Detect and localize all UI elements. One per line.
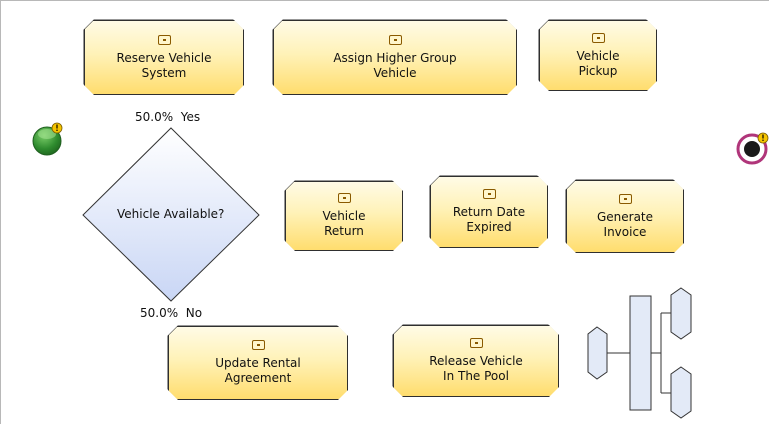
task-icon — [470, 338, 483, 348]
task-vehicle-return[interactable]: Vehicle Return — [285, 181, 403, 251]
yes-branch-label: 50.0% Yes — [135, 110, 201, 124]
task-label: Vehicle Pickup — [576, 48, 620, 78]
task-icon — [619, 194, 632, 204]
task-icon — [389, 35, 402, 45]
task-icon — [158, 35, 171, 45]
start-event-icon[interactable] — [32, 126, 62, 156]
task-label: Vehicle Return — [322, 209, 366, 238]
warning-icon — [51, 122, 63, 134]
task-label: Reserve Vehicle System — [116, 50, 212, 80]
task-label: Assign Higher Group Vehicle — [333, 50, 457, 80]
decision-gateway[interactable] — [82, 127, 260, 302]
task-release-vehicle-in-pool[interactable]: Release Vehicle In The Pool — [393, 325, 559, 397]
decision-label: Vehicle Available? — [117, 207, 225, 221]
task-label: Return Date Expired — [452, 205, 526, 234]
no-branch-label: 50.0% No — [140, 306, 203, 320]
task-icon — [592, 33, 605, 43]
join-gateway-icon[interactable] — [587, 287, 692, 419]
task-icon — [252, 340, 265, 350]
task-icon — [338, 193, 351, 203]
warning-icon — [757, 132, 769, 144]
task-label: Release Vehicle In The Pool — [429, 354, 523, 383]
task-return-date-expired[interactable]: Return Date Expired — [430, 176, 548, 248]
task-update-rental-agreement[interactable]: Update Rental Agreement — [168, 326, 348, 400]
task-icon — [483, 189, 496, 199]
task-label: Generate Invoice — [596, 209, 654, 239]
task-reserve-vehicle-system[interactable]: Reserve Vehicle System — [84, 20, 244, 95]
task-vehicle-pickup[interactable]: Vehicle Pickup — [539, 20, 657, 91]
task-assign-higher-group-vehicle[interactable]: Assign Higher Group Vehicle — [273, 20, 517, 95]
end-event-icon[interactable] — [736, 133, 768, 165]
task-generate-invoice[interactable]: Generate Invoice — [566, 180, 684, 253]
task-label: Update Rental Agreement — [215, 356, 301, 385]
